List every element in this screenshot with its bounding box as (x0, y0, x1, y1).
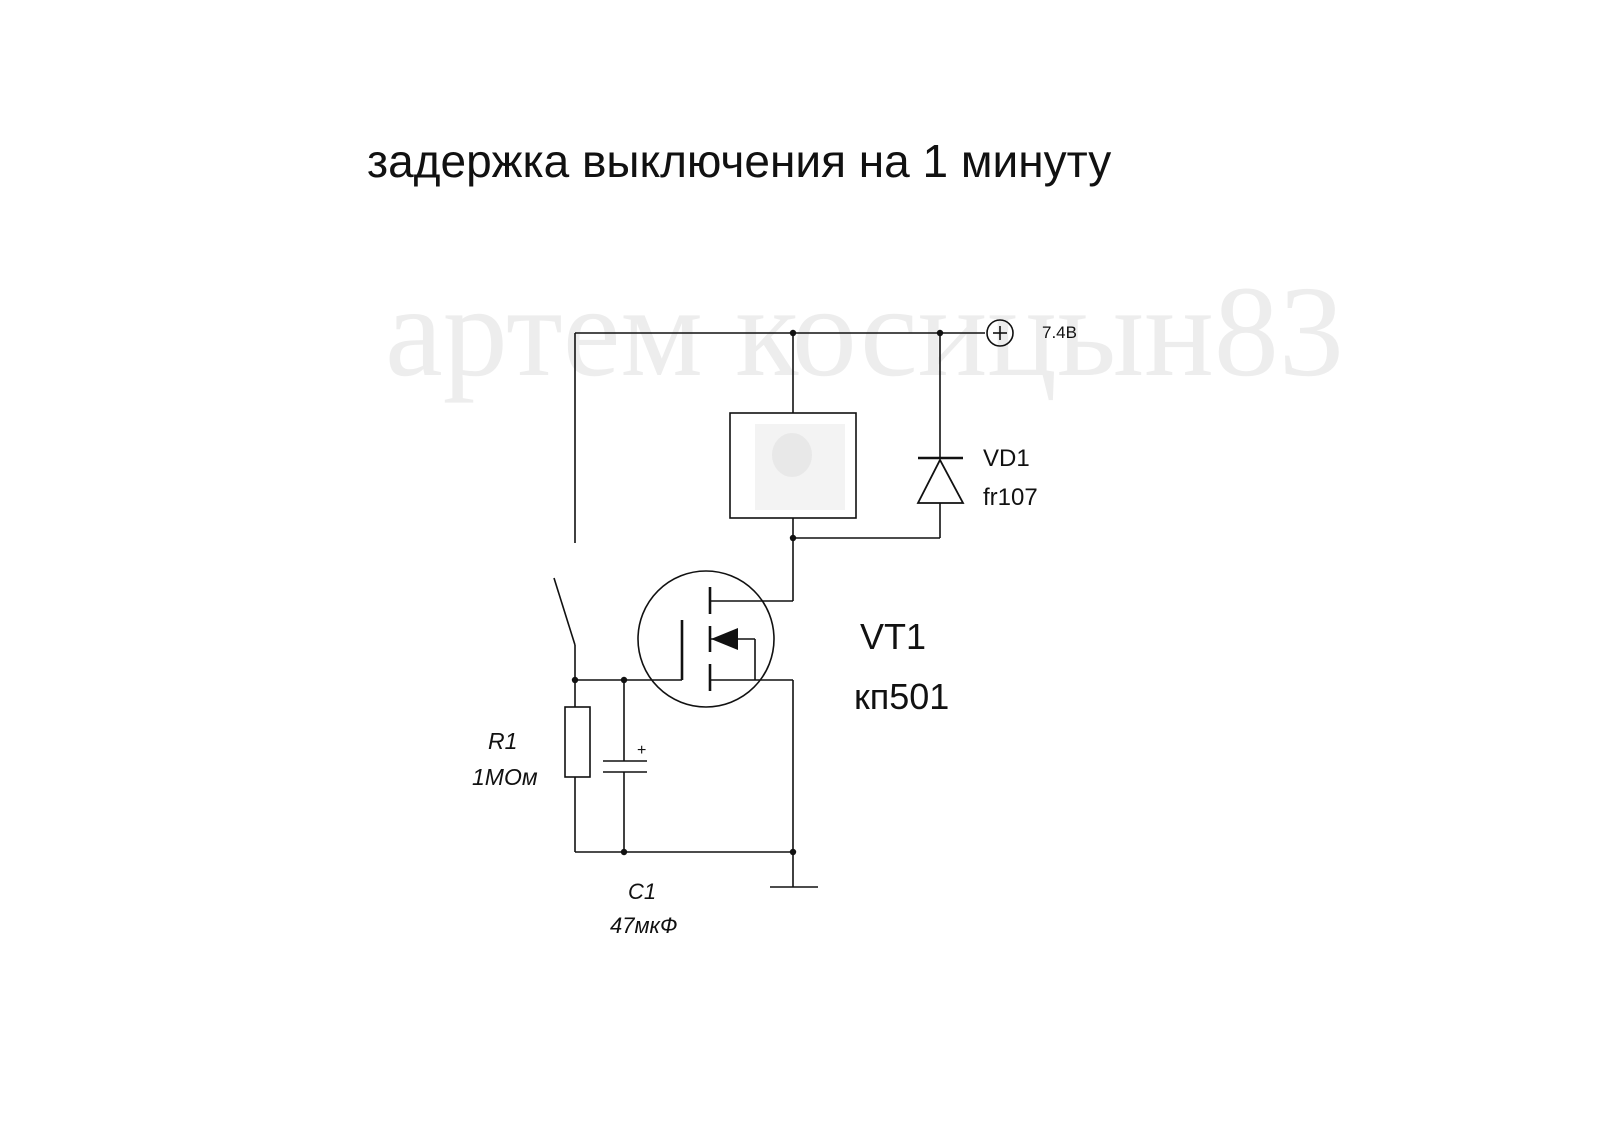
diode-vd1 (916, 456, 965, 504)
diode-part-label: fr107 (983, 484, 1038, 511)
watermark: артем косицын83 (385, 260, 1344, 404)
resistor-value-label: 1МОм (472, 764, 538, 790)
junction-nodes (571, 329, 944, 856)
relay-coil (729, 412, 857, 519)
capacitor-ref-label: C1 (628, 879, 656, 904)
resistor-r1 (564, 706, 591, 778)
transistor-part-label: кп501 (854, 676, 949, 717)
capacitor-value-label: 47мкФ (610, 913, 677, 938)
capacitor-c1 (603, 760, 647, 773)
wiring (574, 332, 985, 887)
page-title: задержка выключения на 1 минуту (367, 135, 1111, 187)
transistor-ref-label: VT1 (860, 616, 926, 657)
supply-terminal (986, 319, 1014, 347)
diode-ref-label: VD1 (983, 445, 1030, 472)
mosfet-vt1 (637, 570, 775, 708)
switch (553, 577, 576, 646)
capacitor-polarity: + (637, 742, 646, 759)
resistor-ref-label: R1 (488, 728, 517, 754)
supply-voltage-label: 7.4В (1042, 323, 1077, 342)
